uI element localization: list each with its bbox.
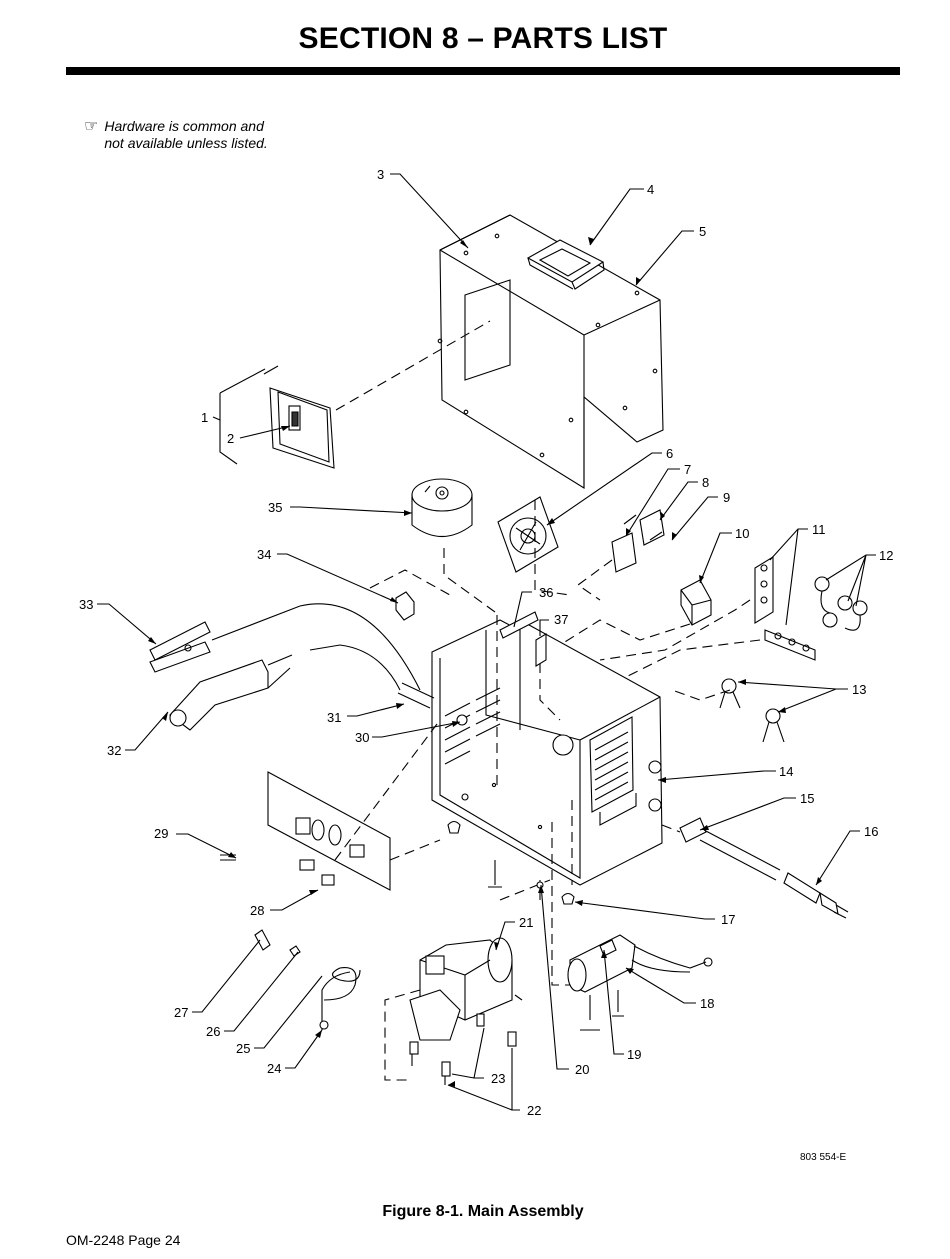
callout-2: 2: [227, 431, 234, 446]
motor-part: [567, 934, 713, 1031]
tubing-part: [254, 929, 361, 1030]
base-chassis-part: [431, 619, 663, 886]
callout-24: 24: [267, 1061, 281, 1076]
thermostat-part: [719, 678, 785, 743]
callout-30: 30: [355, 730, 369, 745]
leader-lines: [97, 173, 876, 1111]
callout-8: 8: [702, 475, 709, 490]
callout-10: 10: [735, 526, 749, 541]
transformer-part: [411, 478, 473, 537]
callout-15: 15: [800, 791, 814, 806]
mount-part: [409, 1013, 517, 1085]
callout-34: 34: [257, 547, 271, 562]
switch-part: [395, 591, 415, 621]
callout-1: 1: [201, 410, 208, 425]
callout-3: 3: [377, 167, 384, 182]
pc-board-part: [220, 771, 391, 891]
callout-28: 28: [250, 903, 264, 918]
fan-part: [497, 496, 559, 573]
callout-35: 35: [268, 500, 282, 515]
callout-13: 13: [852, 682, 866, 697]
callout-36: 36: [539, 585, 553, 600]
power-cord-part: [679, 817, 849, 919]
callout-22: 22: [527, 1103, 541, 1118]
callout-11: 11: [812, 522, 826, 537]
title-rule: [66, 67, 900, 75]
hardware-note: ☞ Hardware is common and not available u…: [84, 118, 268, 152]
torch-part: [169, 644, 401, 731]
drawing-number: 803 554-E: [800, 1152, 847, 1163]
terminal-strip-part: [754, 556, 816, 661]
callout-17: 17: [721, 912, 735, 927]
foot-part: [561, 892, 575, 905]
note-line-1: Hardware is common and: [104, 118, 264, 134]
bracket-part: [611, 509, 665, 573]
module-part: [680, 579, 712, 626]
callout-26: 26: [206, 1024, 220, 1039]
work-clamp-part: [149, 603, 421, 691]
callout-numbers: 1 2 3 4 5 6 7 8 9 10 11 12 13 14 15 16 1…: [79, 167, 893, 1118]
note-line-2: not available unless listed.: [104, 135, 268, 151]
callout-25: 25: [236, 1041, 250, 1056]
pointing-hand-icon: ☞: [84, 118, 99, 135]
callout-18: 18: [700, 996, 714, 1011]
page-title: SECTION 8 – PARTS LIST: [298, 22, 668, 55]
callout-14: 14: [779, 764, 793, 779]
callout-29: 29: [154, 826, 168, 841]
callout-33: 33: [79, 597, 93, 612]
callout-21: 21: [519, 915, 533, 930]
callout-6: 6: [666, 446, 673, 461]
callout-5: 5: [699, 224, 706, 239]
cover-wrapper-part: [437, 214, 664, 489]
callout-27: 27: [174, 1005, 188, 1020]
callout-9: 9: [723, 490, 730, 505]
figure-caption: Figure 8-1. Main Assembly: [382, 1203, 584, 1220]
callout-31: 31: [327, 710, 341, 725]
callout-37: 37: [554, 612, 568, 627]
compressor-part: [409, 937, 523, 1041]
callout-32: 32: [107, 743, 121, 758]
handle-part: [526, 239, 605, 290]
callout-16: 16: [864, 824, 878, 839]
capacitor-part: [814, 576, 868, 631]
callout-7: 7: [684, 462, 691, 477]
callout-4: 4: [647, 182, 654, 197]
page-footer: OM-2248 Page 24: [66, 1232, 181, 1248]
callout-20: 20: [575, 1062, 589, 1077]
callout-19: 19: [627, 1047, 641, 1062]
callout-23: 23: [491, 1071, 505, 1086]
callout-12: 12: [879, 548, 893, 563]
front-panel-part: [219, 365, 335, 469]
